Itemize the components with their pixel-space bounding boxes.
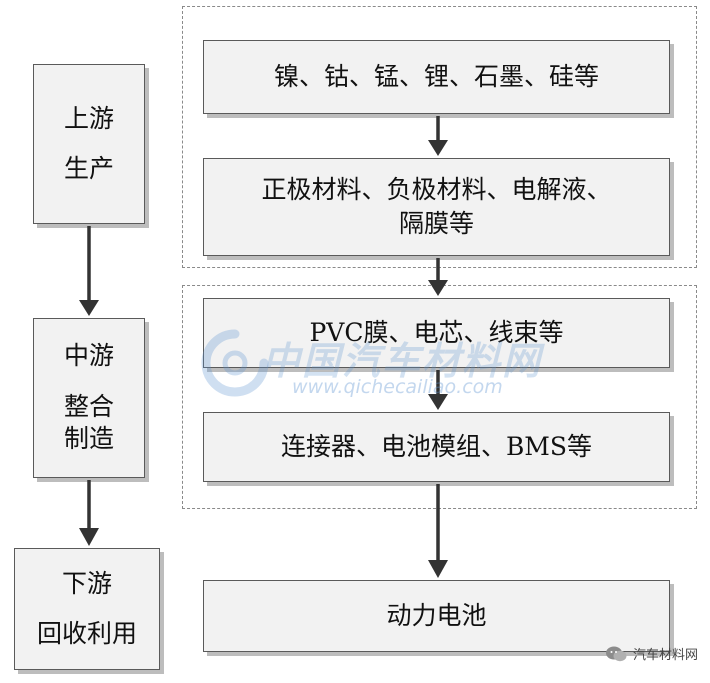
modules-label: 连接器、电池模组、BMS等: [280, 432, 593, 462]
watermark-ring-icon: [201, 329, 269, 397]
components-box: PVC膜、电芯、线束等: [203, 298, 670, 368]
stage-upstream-line2: 生产: [63, 154, 114, 183]
footer-source-label: 汽车材料网: [632, 648, 698, 663]
arrow-down-icon: [79, 480, 99, 546]
components-label: PVC膜、电芯、线束等: [309, 318, 564, 348]
arrow-down-icon: [428, 258, 448, 296]
footer-source-mark: 汽车材料网: [605, 644, 698, 663]
arrow-down-icon: [428, 484, 448, 578]
stage-midstream-line3: 制造: [63, 424, 114, 454]
stage-midstream-line2: 整合: [63, 391, 114, 421]
raw-materials-box: 镍、钴、锰、锂、石墨、硅等: [203, 40, 670, 114]
stage-upstream-line1: 上游: [63, 103, 114, 133]
stage-upstream: 上游 生产: [33, 64, 145, 224]
arrow-down-icon: [428, 116, 448, 156]
modules-box: 连接器、电池模组、BMS等: [203, 412, 670, 482]
stage-downstream-line2: 回收利用: [36, 619, 137, 648]
materials-label-line1: 正极材料、负极材料、电解液、: [261, 175, 612, 205]
wechat-icon: [605, 646, 627, 661]
materials-box: 正极材料、负极材料、电解液、 隔膜等: [203, 158, 670, 256]
stage-midstream: 中游 整合 制造: [33, 318, 145, 478]
materials-label-line2: 隔膜等: [398, 209, 474, 238]
stage-midstream-line1: 中游: [63, 341, 114, 371]
stage-downstream-line1: 下游: [61, 568, 112, 598]
raw-materials-label: 镍、钴、锰、锂、石墨、硅等: [273, 62, 599, 92]
arrow-down-icon: [428, 370, 448, 410]
arrow-down-icon: [79, 226, 99, 316]
stage-downstream: 下游 回收利用: [14, 548, 160, 670]
battery-box: 动力电池: [203, 580, 670, 652]
battery-label: 动力电池: [386, 601, 487, 631]
